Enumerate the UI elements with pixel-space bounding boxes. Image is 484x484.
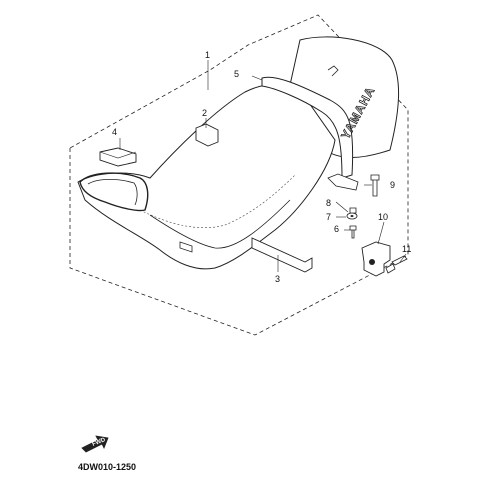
sticker-pad (99, 147, 137, 167)
strap-bracket (327, 173, 359, 191)
callout-6: 6 (334, 224, 339, 234)
collar-part (349, 207, 357, 214)
seat-main-body (77, 83, 336, 270)
callout-10: 10 (378, 212, 388, 222)
seat-lock-keyhole (369, 259, 375, 265)
callout-8: 8 (326, 198, 331, 208)
leader-lines (119, 60, 407, 272)
seat-bottom-bracket (179, 241, 193, 253)
svg-text:FWD: FWD (92, 437, 108, 448)
forward-arrow-icon: FWD (81, 435, 109, 453)
screw-part (349, 225, 357, 239)
callout-4: 4 (112, 127, 117, 137)
callout-7: 7 (326, 212, 331, 222)
seat-rear-mark (327, 65, 339, 77)
sticker-pad-top (99, 151, 137, 159)
seat-front-handle (79, 172, 149, 212)
seat-under-bar (251, 237, 313, 273)
callout-1: 1 (205, 50, 210, 60)
grab-strap (261, 76, 354, 179)
bolt-part (370, 174, 380, 197)
seat-front-handle-inner (87, 178, 138, 206)
seat-stitch-line (139, 174, 296, 228)
callout-2: 2 (202, 108, 207, 118)
reference-code: 4DW010-1250 (78, 462, 136, 472)
seat-lock-part (361, 241, 391, 277)
callout-11: 11 (402, 244, 411, 254)
washer-hole (350, 215, 354, 217)
assembly-boundary (69, 14, 409, 336)
callout-3: 3 (275, 274, 280, 284)
key-part (385, 255, 408, 274)
callout-9: 9 (390, 180, 395, 190)
seat-side-skirt (149, 199, 291, 249)
callout-5: 5 (234, 69, 239, 79)
